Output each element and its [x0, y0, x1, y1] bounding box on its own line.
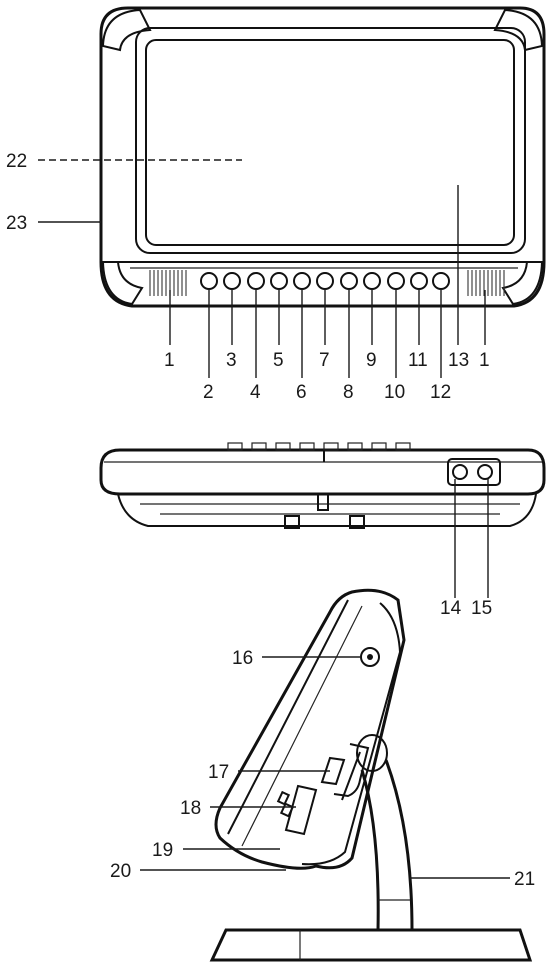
callout-5: 5 [273, 350, 284, 371]
side-port-19[interactable] [276, 790, 291, 806]
side-back-panel [301, 602, 402, 866]
top-view-hinge-2 [349, 515, 365, 529]
callout-23: 23 [6, 213, 27, 234]
callout-3: 3 [226, 350, 237, 371]
top-view: 14 15 [99, 442, 546, 619]
jack-panel [447, 458, 501, 486]
callout-11: 11 [408, 350, 428, 371]
speaker-grille-left [149, 270, 187, 296]
side-bracket-arm [341, 751, 361, 801]
stand-neck-front [360, 769, 380, 931]
side-port-17[interactable] [320, 756, 346, 786]
control-button-6[interactable] [293, 272, 311, 290]
lcd-screen [145, 39, 515, 246]
control-buttons [200, 272, 450, 290]
side-view: 16 17 18 19 20 21 [110, 588, 535, 962]
side-housing [214, 588, 406, 870]
corner-bumper-tl [101, 8, 152, 52]
stand-pivot [356, 734, 388, 772]
callout-12: 12 [430, 382, 451, 403]
side-port-16-pin [367, 654, 373, 660]
control-button-3[interactable] [223, 272, 241, 290]
top-view-hinge-1 [284, 515, 300, 529]
callout-17: 17 [208, 762, 229, 783]
control-button-5[interactable] [270, 272, 288, 290]
control-button-7[interactable] [316, 272, 334, 290]
control-button-2[interactable] [200, 272, 218, 290]
screen-bezel [135, 27, 526, 254]
control-button-9[interactable] [363, 272, 381, 290]
callout-18: 18 [180, 798, 201, 819]
front-housing [99, 6, 546, 308]
callout-1-right: 1 [479, 350, 490, 371]
stand-neck-back [384, 759, 414, 931]
top-housing [99, 448, 546, 496]
callout-13: 13 [448, 350, 469, 371]
front-view: 22 23 1 2 3 4 5 6 7 8 9 10 11 12 13 1 [6, 6, 546, 403]
callout-16: 16 [232, 648, 253, 669]
control-button-11[interactable] [410, 272, 428, 290]
callout-1-left: 1 [164, 350, 175, 371]
side-port-20[interactable] [279, 802, 295, 818]
speaker-grille-right [467, 270, 505, 296]
control-button-8[interactable] [340, 272, 358, 290]
side-bracket [333, 743, 370, 798]
callout-22: 22 [6, 151, 27, 172]
callout-10: 10 [384, 382, 405, 403]
top-view-clip [317, 493, 329, 511]
callout-9: 9 [366, 350, 377, 371]
side-front-rim [227, 599, 349, 835]
jack-15[interactable] [477, 464, 493, 480]
control-button-4[interactable] [247, 272, 265, 290]
control-button-12[interactable] [432, 272, 450, 290]
callout-21: 21 [514, 869, 535, 890]
callout-20: 20 [110, 861, 131, 882]
callout-4: 4 [250, 382, 261, 403]
callout-14: 14 [440, 598, 462, 619]
corner-bumper-bl [101, 261, 144, 306]
stand-base [209, 928, 533, 962]
callout-6: 6 [296, 382, 307, 403]
callout-7: 7 [319, 350, 330, 371]
side-front-rim-2 [241, 605, 363, 847]
top-button-row [227, 442, 411, 451]
control-button-10[interactable] [387, 272, 405, 290]
callout-8: 8 [343, 382, 354, 403]
callout-19: 19 [152, 840, 173, 861]
callout-15: 15 [471, 598, 492, 619]
corner-bumper-tr [493, 8, 544, 52]
callout-2: 2 [203, 382, 214, 403]
top-view-base [117, 493, 537, 527]
jack-14[interactable] [452, 464, 468, 480]
corner-bumper-br [501, 261, 544, 306]
